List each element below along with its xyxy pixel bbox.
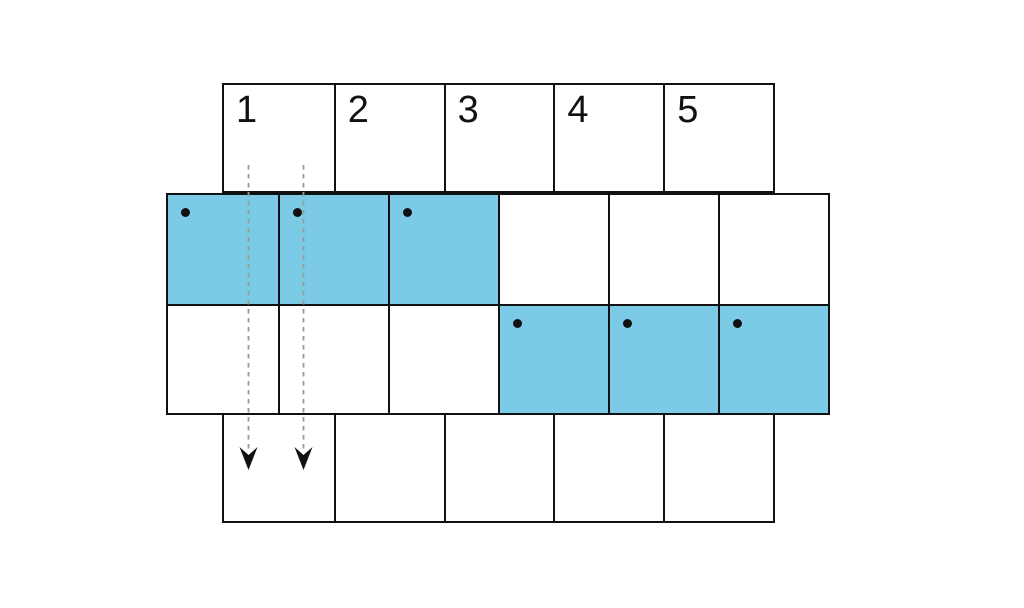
cell-number-4: 4 (567, 89, 589, 131)
grid-cell-b2 (278, 304, 388, 413)
cell-number-5: 5 (677, 89, 699, 131)
grid-cell-a2 (278, 195, 388, 304)
grid-cell-b5 (608, 304, 718, 413)
bottom-cell-2 (333, 415, 444, 521)
counter-dot (181, 208, 190, 217)
grid-cell-b6 (718, 304, 828, 413)
bottom-row (222, 413, 775, 523)
grid-cell-a6 (718, 195, 828, 304)
bottom-cell-3 (443, 415, 554, 521)
number-cell-4: 4 (553, 85, 663, 191)
counter-dot (623, 319, 632, 328)
cell-number-2: 2 (347, 89, 369, 131)
bottom-cell-4 (553, 415, 663, 521)
counter-dot (733, 319, 742, 328)
counter-dot (293, 208, 302, 217)
grid-cell-b4 (498, 304, 608, 413)
counter-dot (513, 319, 522, 328)
bottom-cell-5 (663, 415, 773, 521)
cell-number-3: 3 (457, 89, 479, 131)
middle-grid (166, 193, 830, 415)
cell-number-1: 1 (236, 89, 258, 131)
bottom-cell-1 (224, 415, 334, 521)
numbered-row: 1 2 3 4 5 (222, 83, 775, 193)
counter-dot (403, 208, 412, 217)
number-cell-1: 1 (224, 85, 334, 191)
number-cell-2: 2 (333, 85, 444, 191)
grid-cell-b3 (388, 304, 498, 413)
grid-cell-a4 (498, 195, 608, 304)
grid-cell-a3 (388, 195, 498, 304)
number-cell-3: 3 (443, 85, 554, 191)
number-cell-5: 5 (663, 85, 773, 191)
grid-cell-a1 (168, 195, 278, 304)
grid-cell-b1 (168, 304, 278, 413)
grid-cell-a5 (608, 195, 718, 304)
